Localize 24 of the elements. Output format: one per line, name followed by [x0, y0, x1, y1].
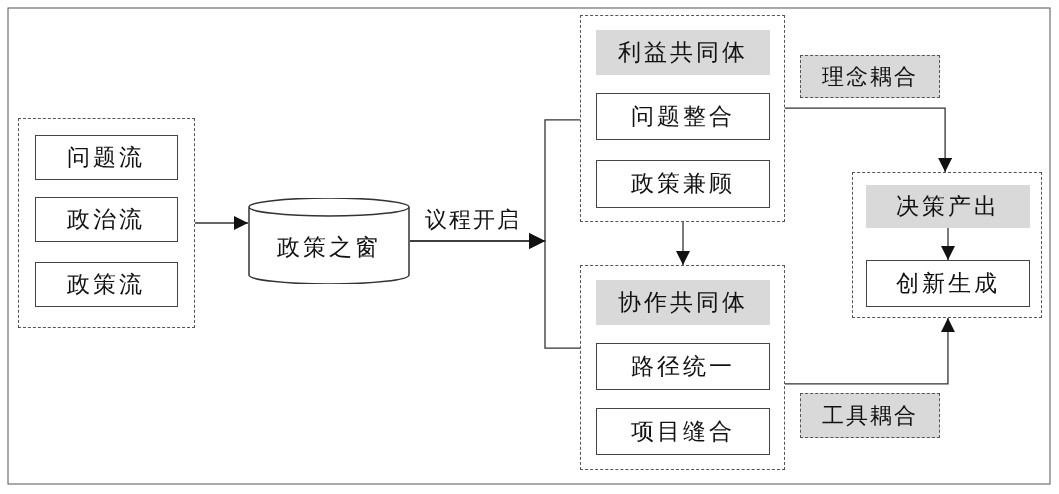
group-frame [852, 172, 1042, 318]
heading-box: 协作共同体 [595, 279, 770, 325]
process-box: 创新生成 [865, 259, 1030, 307]
arrow [784, 317, 955, 385]
cylinder: 政策之窗 [248, 198, 410, 284]
process-box: 政策流 [34, 261, 178, 307]
process-box: 项目缝合 [595, 407, 770, 455]
heading-box: 利益共同体 [595, 29, 770, 75]
process-box: 政策兼顾 [595, 159, 770, 208]
edge-label: 理念耦合 [800, 55, 940, 98]
arrow [784, 107, 953, 173]
process-box: 问题流 [34, 134, 178, 180]
arrow [409, 233, 581, 349]
group-frame [18, 118, 195, 328]
arrow [941, 227, 955, 261]
group-frame [580, 265, 785, 470]
arrow [194, 216, 249, 230]
process-box: 路径统一 [595, 342, 770, 390]
edge-label: 工具耦合 [800, 393, 940, 438]
process-box: 问题整合 [595, 92, 770, 140]
arrow [676, 221, 690, 266]
heading-box: 决策产出 [865, 184, 1030, 228]
process-box: 政治流 [34, 196, 178, 242]
group-frame [580, 15, 785, 222]
